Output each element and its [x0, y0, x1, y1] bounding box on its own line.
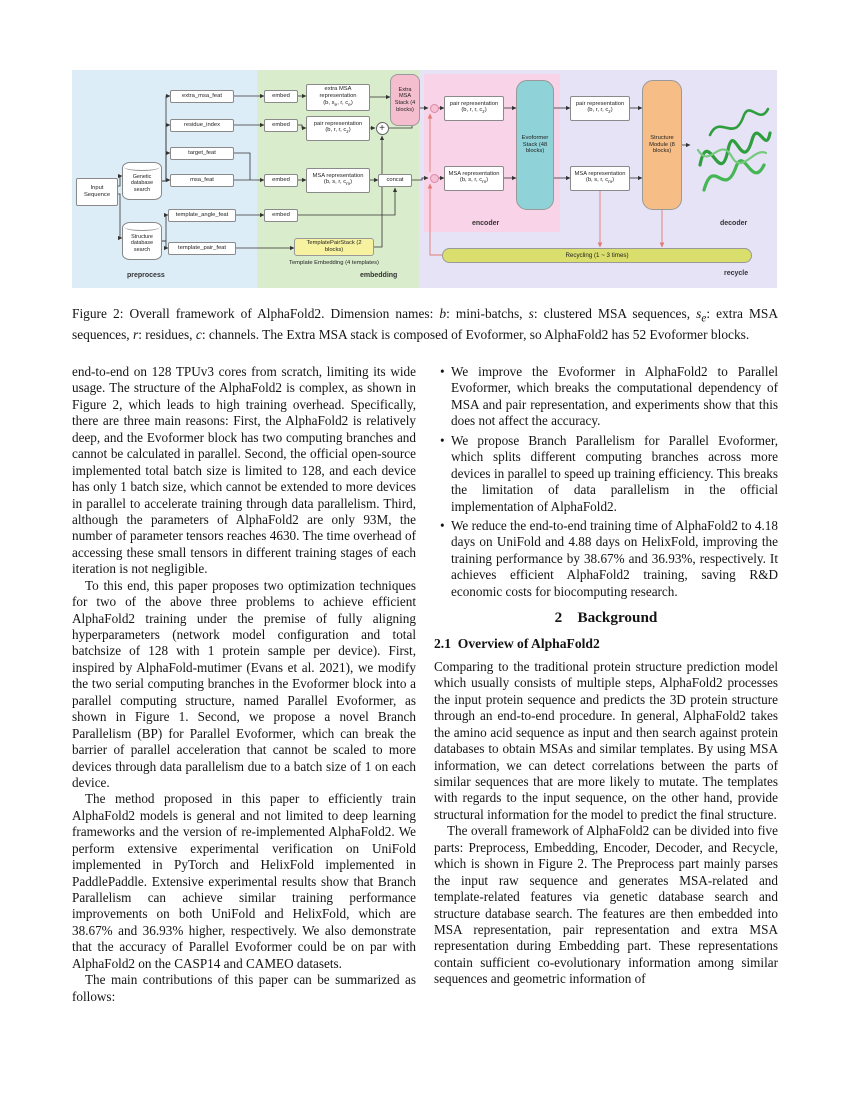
evoformer-stack-node: Evoformer Stack (48 blocks): [516, 80, 554, 210]
residue-index-node: residue_index: [170, 119, 234, 132]
extra-msa-feat-label: extra_msa_feat: [182, 93, 222, 100]
encoder-region-label: encoder: [472, 220, 500, 227]
target-feat-node: target_feat: [170, 147, 234, 160]
msa-representation-dims: (b, s, r, cm): [585, 177, 615, 186]
embed-label: embed: [272, 122, 290, 129]
pair-representation-dims: (b, r, r, cz): [325, 127, 351, 136]
pair-representation-label: pair representation: [449, 100, 499, 107]
left-column: end-to-end on 128 TPUv3 cores from scrat…: [72, 364, 416, 1005]
recycling-bar: Recycling (1 ~ 3 times): [442, 248, 752, 263]
structure-module-label: Structure Module (8 blocks): [649, 134, 675, 155]
msa-representation-dims: (b, s, r, cm): [323, 179, 353, 188]
contributions-list: We improve the Evoformer in AlphaFold2 t…: [434, 364, 778, 600]
msa-representation-label: MSA representation: [448, 170, 500, 177]
pair-representation-embed-node: pair representation (b, r, r, cz): [306, 116, 370, 141]
figure-2-diagram: Recycling (1 ~ 3 times): [72, 70, 778, 292]
paragraph: To this end, this paper proposes two opt…: [72, 577, 416, 790]
plus-sign: +: [379, 122, 385, 134]
recycling-label: Recycling (1 ~ 3 times): [565, 251, 629, 259]
recycle-region-label: recycle: [724, 270, 749, 277]
template-pair-stack-label: TemplatePairStack (2 blocks): [306, 240, 362, 253]
pair-representation-dims: (b, r, r, cz): [461, 107, 487, 116]
paragraph: The method proposed in this paper to eff…: [72, 791, 416, 971]
genetic-database-node: Genetic database search: [122, 162, 162, 200]
msa-recycle-junction: [429, 173, 439, 183]
concat-label: concat: [386, 177, 404, 184]
structure-module-node: Structure Module (8 blocks): [642, 80, 682, 210]
embed-node-4: embed: [264, 209, 298, 222]
extra-msa-representation-dims: (b, se, r, ce): [323, 99, 353, 108]
extra-msa-stack-node: Extra MSA Stack (4 blocks): [390, 74, 420, 126]
embedding-region-label: embedding: [360, 272, 398, 279]
target-feat-label: target_feat: [188, 150, 216, 157]
paragraph: end-to-end on 128 TPUv3 cores from scrat…: [72, 364, 416, 577]
template-pair-feat-label: template_pair_feat: [177, 245, 227, 252]
list-item: We improve the Evoformer in AlphaFold2 t…: [440, 364, 778, 430]
msa-feat-label: msa_feat: [190, 177, 214, 184]
right-column: We improve the Evoformer in AlphaFold2 t…: [434, 364, 778, 1005]
evoformer-stack-label: Evoformer Stack (48 blocks): [521, 134, 549, 155]
genetic-database-label: Genetic database search: [130, 174, 154, 193]
pair-representation-decoder-node: pair representation (b, r, r, cz): [570, 96, 630, 121]
template-pair-stack-node: TemplatePairStack (2 blocks): [294, 238, 374, 256]
template-angle-feat-label: template_angle_feat: [175, 212, 229, 219]
section-heading-background: 2 Background: [554, 609, 658, 627]
embed-node-1: embed: [264, 90, 298, 103]
pair-representation-label: pair representation: [575, 100, 625, 107]
embed-node-2: embed: [264, 119, 298, 132]
body-columns: end-to-end on 128 TPUv3 cores from scrat…: [72, 364, 778, 1005]
pair-representation-label: pair representation: [313, 120, 363, 127]
template-angle-feat-node: template_angle_feat: [168, 209, 236, 222]
figure-2-caption: Figure 2: Overall framework of AlphaFold…: [72, 306, 778, 343]
template-pair-feat-node: template_pair_feat: [168, 242, 236, 255]
msa-representation-decoder-node: MSA representation (b, s, r, cm): [570, 166, 630, 191]
structure-database-label: Structure database search: [130, 234, 154, 253]
extra-msa-representation-node: extra MSA representation (b, se, r, ce): [306, 84, 370, 111]
paragraph: The overall framework of AlphaFold2 can …: [434, 823, 778, 987]
preprocess-region-label: preprocess: [127, 272, 165, 279]
extra-msa-feat-node: extra_msa_feat: [170, 90, 234, 103]
msa-representation-label: MSA representation: [574, 170, 626, 177]
add-node: +: [375, 121, 389, 135]
residue-index-label: residue_index: [183, 122, 221, 129]
structure-database-node: Structure database search: [122, 222, 162, 260]
decoder-region-label: decoder: [720, 220, 748, 227]
embed-label: embed: [272, 212, 290, 219]
pair-recycle-junction: [429, 103, 439, 113]
list-item: We reduce the end-to-end training time o…: [440, 518, 778, 600]
embed-label: embed: [272, 93, 290, 100]
extra-msa-representation-label: extra MSA representation: [319, 86, 357, 100]
subsection-heading-overview: 2.1 Overview of AlphaFold2: [434, 636, 600, 652]
paragraph: Comparing to the traditional protein str…: [434, 658, 778, 822]
msa-representation-label: MSA representation: [312, 172, 364, 179]
paragraph: The main contributions of this paper can…: [72, 972, 416, 1004]
embed-node-3: embed: [264, 174, 298, 187]
embed-label: embed: [272, 177, 290, 184]
msa-feat-node: msa_feat: [170, 174, 234, 187]
template-embedding-label: Template Embedding (4 templates): [289, 260, 379, 266]
msa-representation-encoder-node: MSA representation (b, s, r, cm): [444, 166, 504, 191]
pair-representation-dims: (b, r, r, cz): [587, 107, 613, 116]
list-item: We propose Branch Parallelism for Parall…: [440, 433, 778, 515]
extra-msa-stack-label: Extra MSA Stack (4 blocks): [394, 86, 416, 113]
input-sequence-node: Input Sequence: [76, 178, 118, 206]
protein-structure-image: [696, 107, 772, 192]
msa-representation-dims: (b, s, r, cm): [459, 177, 489, 186]
pair-representation-encoder-node: pair representation (b, r, r, cz): [444, 96, 504, 121]
input-sequence-label: Input Sequence: [83, 185, 111, 198]
msa-representation-embed-node: MSA representation (b, s, r, cm): [306, 168, 370, 193]
concat-node: concat: [378, 174, 412, 187]
